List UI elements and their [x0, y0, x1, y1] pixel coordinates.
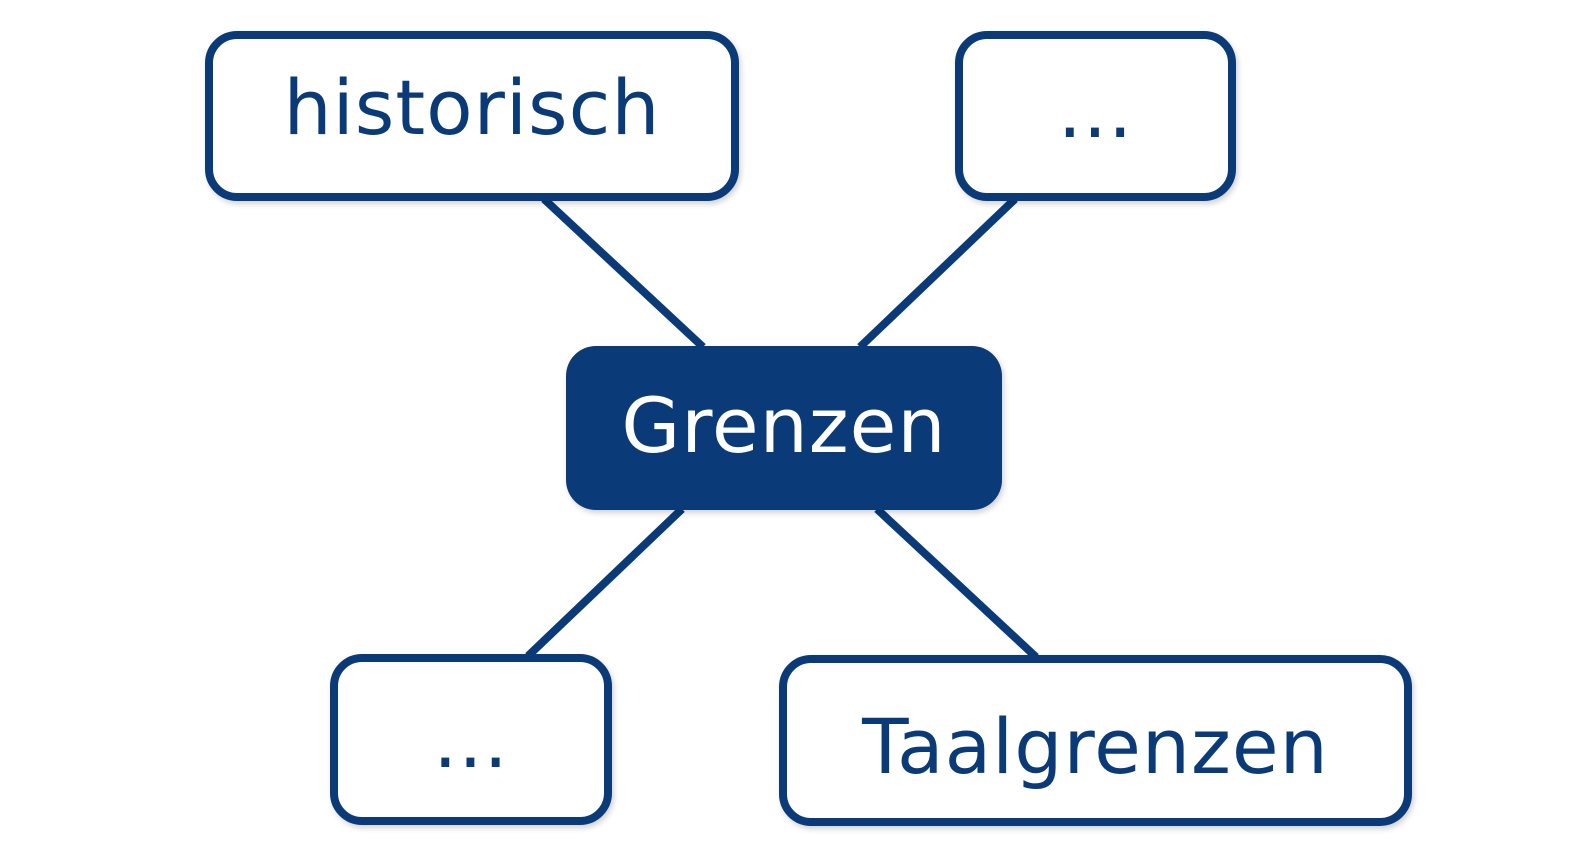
connector-bottom-right — [874, 506, 1039, 660]
node-label-grenzen: Grenzen — [621, 381, 947, 470]
node-label-taalgrenzen: Taalgrenzen — [862, 701, 1329, 791]
connector-top-left — [541, 196, 706, 350]
connector-top-right — [857, 196, 1018, 350]
node-grenzen-center[interactable]: Grenzen — [566, 346, 1002, 510]
node-label-placeholder-top-right: ... — [1057, 66, 1134, 155]
connector-bottom-left — [525, 506, 685, 659]
node-taalgrenzen[interactable]: Taalgrenzen — [779, 655, 1412, 826]
node-placeholder-top-right[interactable]: ... — [955, 31, 1236, 201]
node-label-placeholder-bottom-left: ... — [433, 695, 509, 785]
node-historisch[interactable]: historisch — [205, 31, 739, 201]
node-label-historisch: historisch — [283, 63, 661, 152]
node-placeholder-bottom-left[interactable]: ... — [330, 654, 612, 825]
